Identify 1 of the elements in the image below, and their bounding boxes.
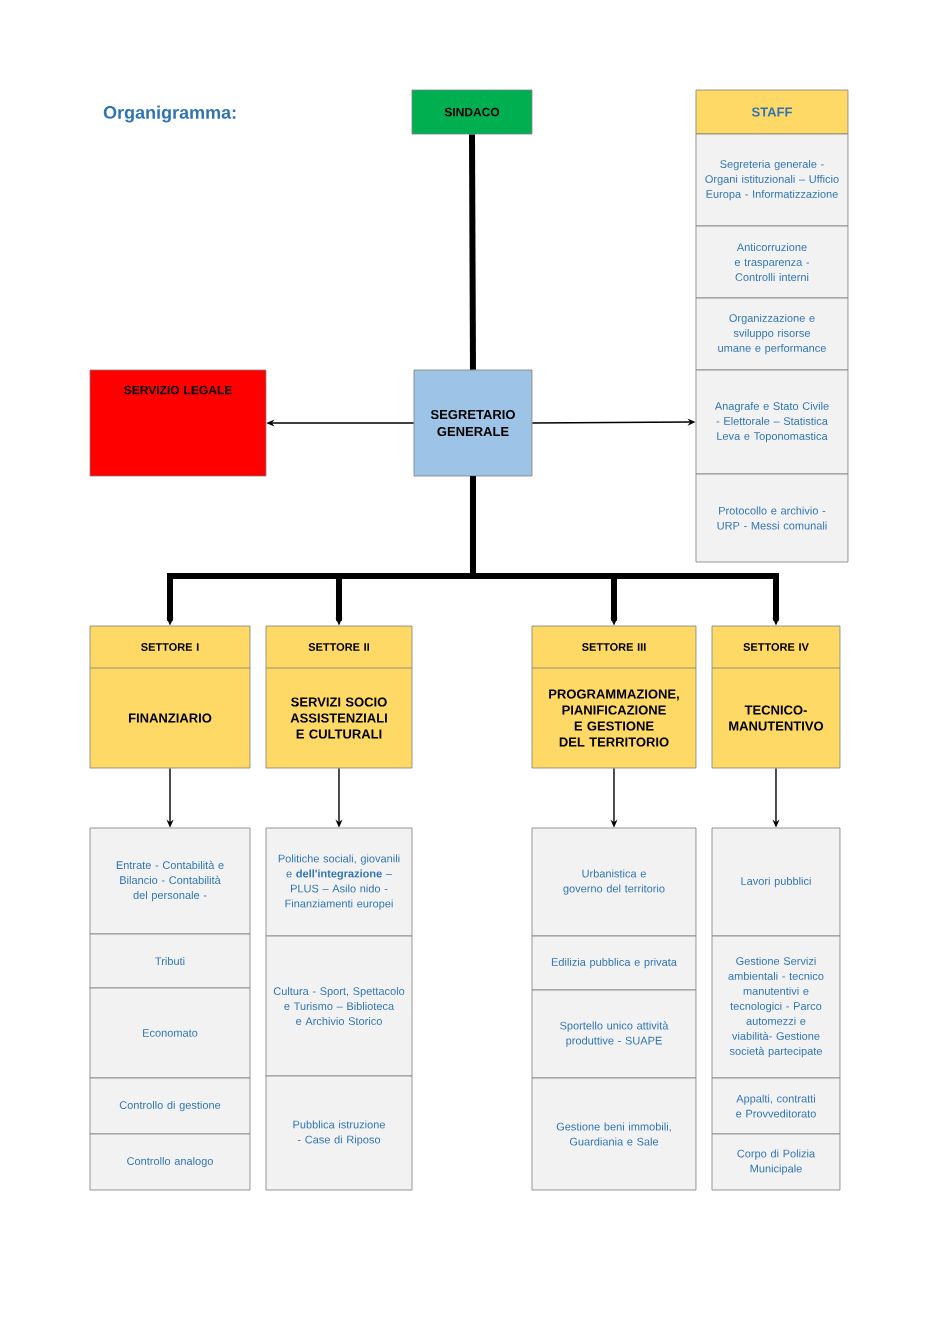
title: Organigramma:: [103, 105, 236, 123]
